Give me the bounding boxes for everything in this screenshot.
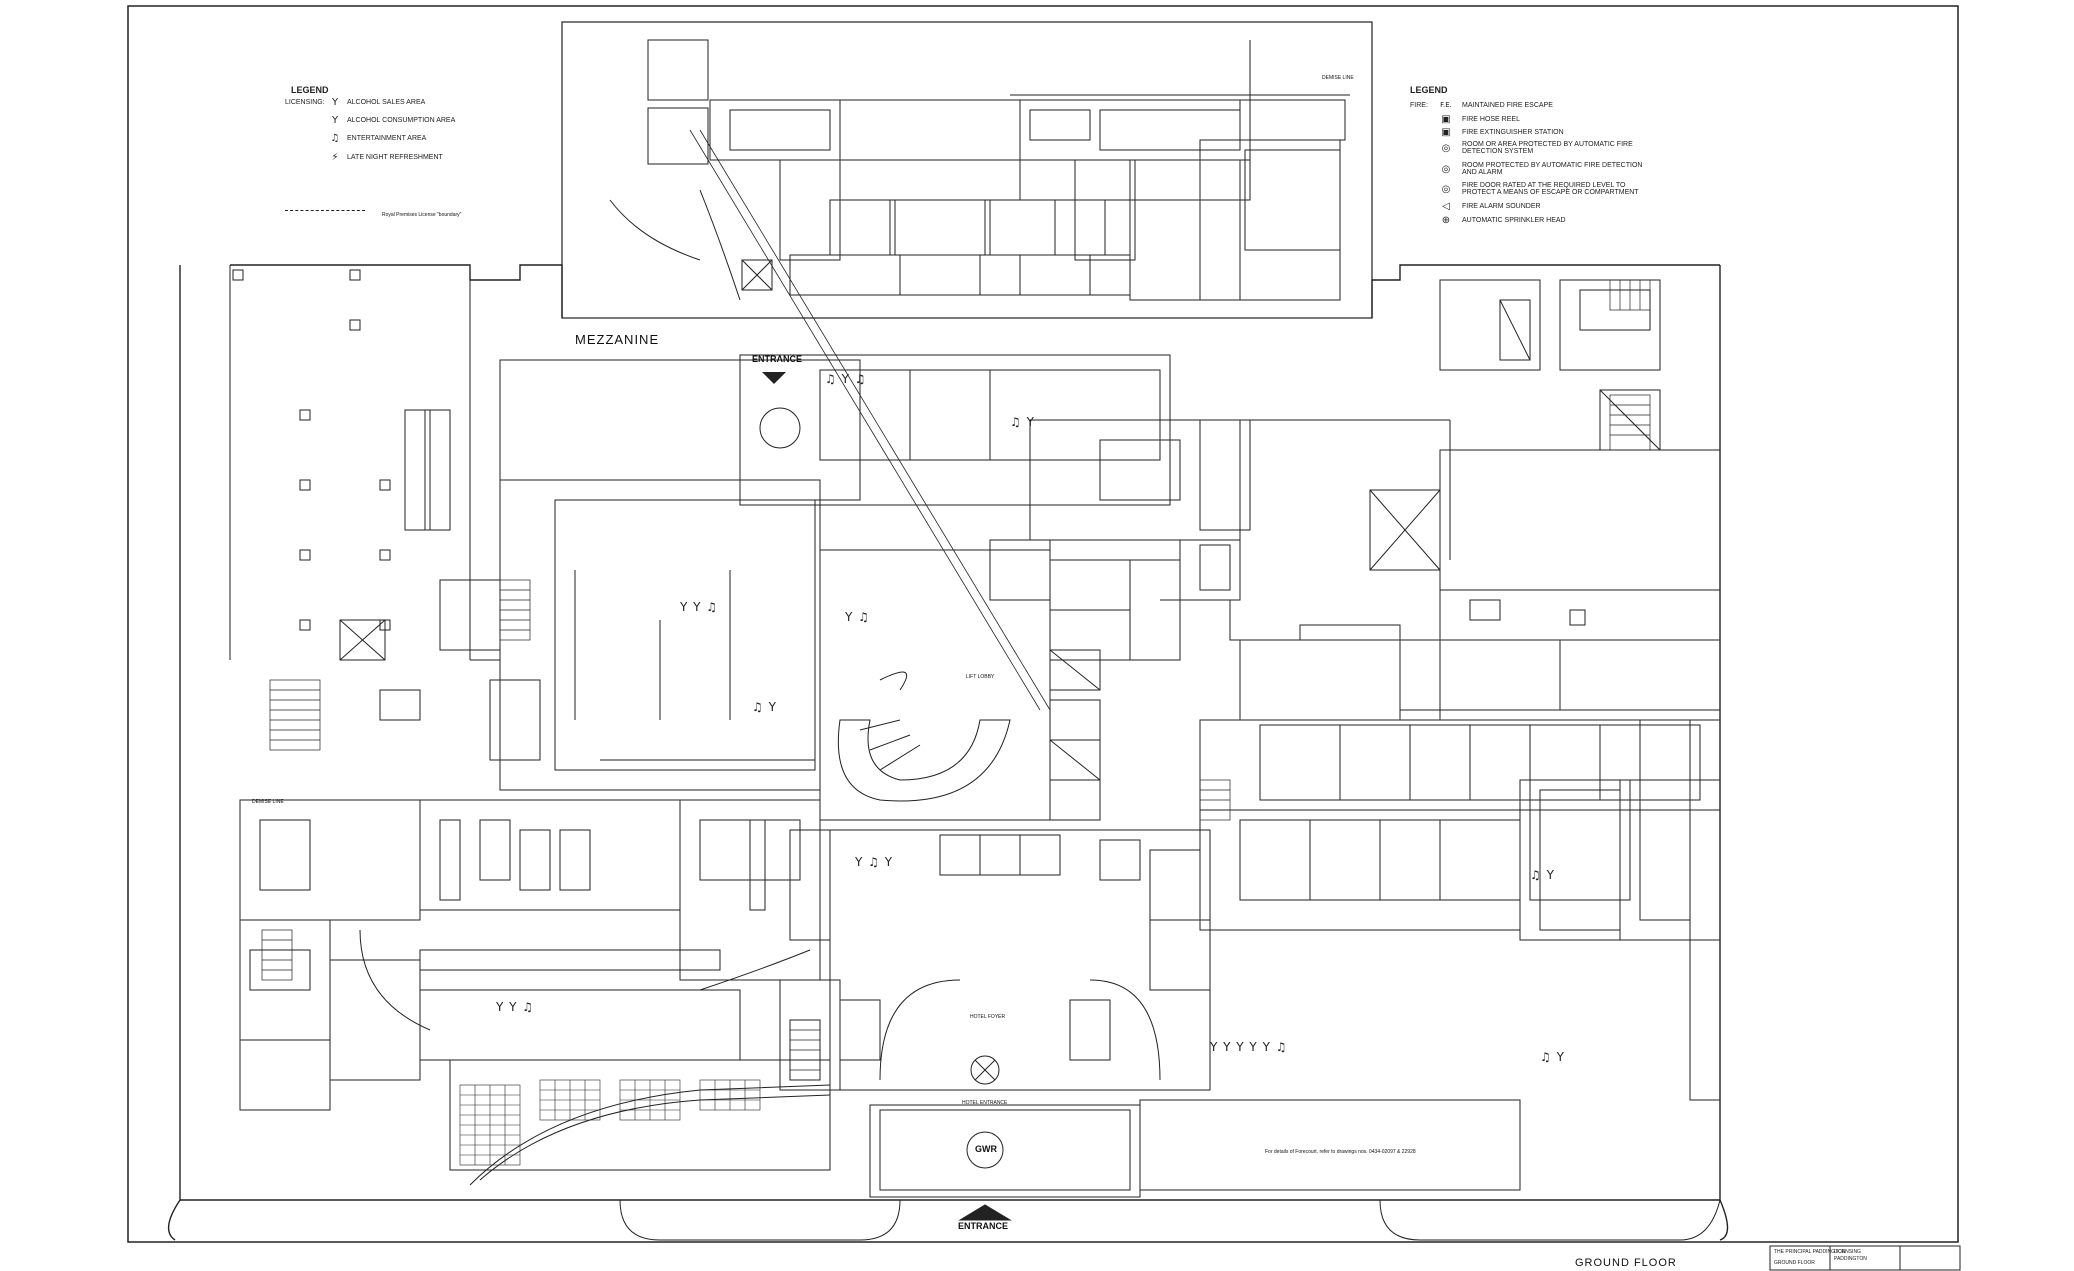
legend-left-prefix: LICENSING: (285, 99, 325, 106)
licensing-symbols-lobby: Y ♫ (845, 610, 870, 624)
legend-right-row-5: ◎ ROOM PROTECTED BY AUTOMATIC FIRE DETEC… (1434, 162, 1652, 176)
title-block-line3: PADDINGTON (1834, 1256, 1867, 1262)
legend-right-prefix: FIRE: (1410, 102, 1428, 109)
mezzanine-inset-frame (561, 21, 1373, 319)
entertainment-icon: ♫ (330, 133, 340, 144)
fire-door-icon: ◎ (1441, 183, 1451, 195)
fire-hose-reel-icon: ▣ (1441, 114, 1451, 125)
drawing-title: GROUND FLOOR (1575, 1257, 1677, 1269)
legend-right-row-1: F.E. MAINTAINED FIRE ESCAPE (1434, 101, 1553, 109)
left-bar-block (379, 479, 821, 791)
legend-right-row-4: ◎ ROOM OR AREA PROTECTED BY AUTOMATIC FI… (1434, 141, 1652, 155)
fire-alarm-protected-icon: ◎ (1441, 163, 1451, 175)
demise-line-left-label: DEMISE LINE (252, 799, 284, 805)
mezzanine-walls (609, 39, 1350, 301)
hotel-entrance-label: HOTEL ENTRANCE (962, 1100, 1008, 1106)
licensing-symbols-far-right: ♫ Y (1540, 1050, 1565, 1064)
legend-right-row-8: ⊕ AUTOMATIC SPRINKLER HEAD (1434, 215, 1566, 226)
late-night-refreshment-icon: ⚡ (331, 152, 339, 163)
entrance-bottom-label: ENTRANCE (958, 1221, 1009, 1231)
hotel-foyer-label: HOTEL FOYER (970, 1014, 1006, 1020)
lift-lobby (819, 549, 1101, 821)
right-wing (1369, 279, 1721, 1101)
legend-left-boundary-note: Royal Premises License "boundary" (382, 212, 462, 218)
reference-line (689, 129, 1041, 711)
legend-right-row-3: ▣ FIRE EXTINGUISHER STATION (1434, 127, 1563, 138)
licensing-symbols-foyer: Y ♫ Y (855, 855, 894, 869)
seating-grid (459, 1079, 761, 1166)
forecourt-note: For details of Forecourt, refer to drawi… (1265, 1149, 1416, 1155)
licensing-symbols-room1: ♫ Y (1530, 868, 1555, 882)
ground-floor-outer-walls (167, 264, 1729, 1241)
title-block-line4: GROUND FLOOR (1774, 1260, 1815, 1266)
legend-left-row-2: Y ALCOHOL CONSUMPTION AREA (327, 115, 455, 126)
hotel-foyer (779, 829, 1211, 1091)
licensing-symbols-bar: Y Y ♫ (680, 600, 719, 614)
fire-detection-icon: ◎ (1441, 142, 1451, 154)
title-block-line2: LICENSING (1834, 1249, 1861, 1255)
title-block-frame (1769, 1245, 1961, 1271)
stairs-left (261, 279, 1651, 1081)
licensing-symbols-upper: ♫ Y ♫ (825, 372, 867, 386)
alcohol-sales-icon: Y (331, 97, 339, 108)
entrance-top-label: ENTRANCE (752, 354, 803, 364)
central-upper-rooms (499, 354, 1451, 661)
fire-alarm-sounder-icon: ◁ (1442, 201, 1450, 212)
legend-left-row-4: ⚡ LATE NIGHT REFRESHMENT (327, 152, 442, 163)
boundary-line-sample (285, 210, 365, 211)
licensing-symbols-row-right: Y Y Y Y Y ♫ (1210, 1040, 1288, 1054)
legend-left-row-1: Y ALCOHOL SALES AREA (327, 97, 425, 108)
title-block-line1: THE PRINCIPAL PADDINGTON (1774, 1249, 1846, 1255)
legend-right-title: LEGEND (1410, 85, 1448, 95)
lift-lobby-label: LIFT LOBBY (966, 674, 995, 680)
fire-extinguisher-icon: ▣ (1441, 127, 1451, 138)
sprinkler-head-icon: ⊕ (1441, 215, 1451, 226)
entrance-top-arrow (762, 372, 786, 384)
demise-line-top-label: DEMISE LINE (1322, 75, 1354, 81)
licensing-symbols-mid: ♫ Y (1010, 415, 1035, 429)
legend-left-title: LEGEND (291, 85, 329, 95)
forecourt (449, 1059, 1721, 1241)
sheet-border (127, 5, 1959, 1243)
mezzanine-label: MEZZANINE (575, 332, 660, 347)
gwr-logo: GWR (975, 1144, 997, 1154)
column-grid-left (229, 265, 500, 661)
title-block: THE PRINCIPAL PADDINGTON LICENSING PADDI… (1772, 1248, 1958, 1269)
licensing-symbols-left: Y Y ♫ (496, 1000, 535, 1014)
legend-right-row-7: ◁ FIRE ALARM SOUNDER (1434, 201, 1540, 212)
legend-left-row-3: ♫ ENTERTAINMENT AREA (327, 133, 427, 144)
lower-left-wing (239, 799, 831, 1111)
licensing-symbols-restaurant: ♫ Y (752, 700, 777, 714)
legend-right-row-6: ◎ FIRE DOOR RATED AT THE REQUIRED LEVEL … (1434, 182, 1652, 196)
fire-escape-icon: F.E. (1440, 101, 1452, 109)
legend-right-row-2: ▣ FIRE HOSE REEL (1434, 114, 1520, 125)
alcohol-consumption-icon: Y (331, 115, 339, 126)
